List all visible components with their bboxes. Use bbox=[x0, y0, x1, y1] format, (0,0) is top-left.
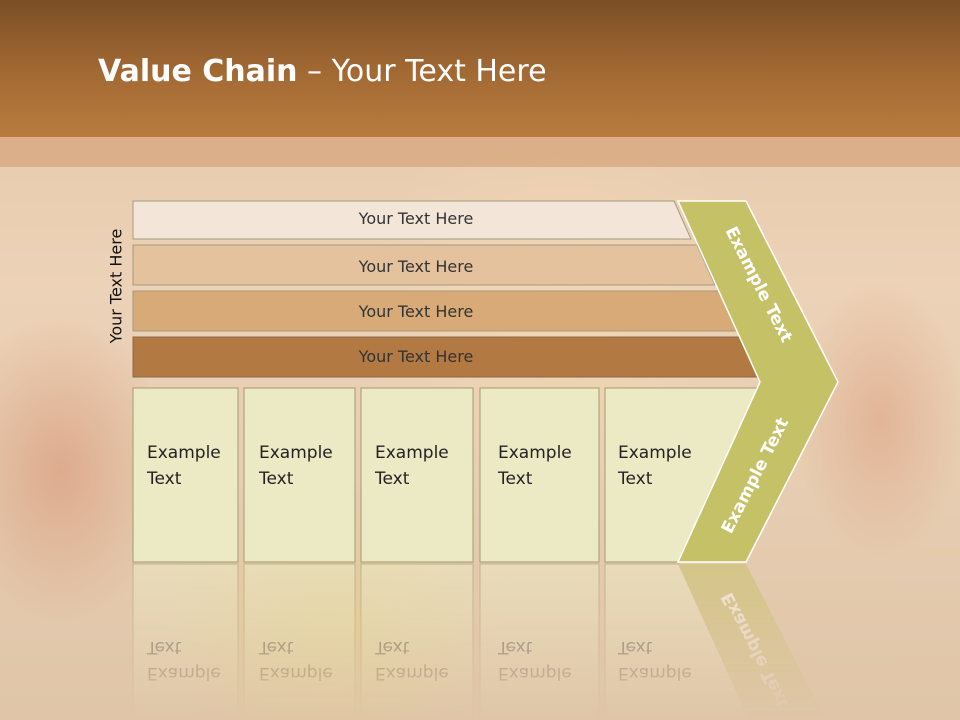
cell-2-line1-reflection: Example bbox=[259, 663, 333, 683]
cell-5-line1: Example bbox=[618, 443, 692, 463]
cell-3-reflection bbox=[360, 563, 474, 720]
slide-title: Value Chain – Your Text Here bbox=[98, 54, 547, 89]
cell-4-line1: Example bbox=[498, 443, 572, 463]
cell-1-line2: Text bbox=[146, 469, 182, 489]
cell-2-line2: Text bbox=[258, 469, 294, 489]
title-bold: Value Chain bbox=[98, 54, 298, 89]
bar-1 bbox=[132, 200, 692, 240]
cell-3-line1-reflection: Example bbox=[375, 663, 449, 683]
chevron-arrow bbox=[676, 200, 839, 563]
cell-4-reflection bbox=[479, 563, 600, 720]
bar-2-label: Your Text Here bbox=[358, 257, 474, 276]
cell-3-line2-reflection: Text bbox=[374, 637, 410, 657]
title-strip bbox=[0, 137, 960, 167]
cell-4-line1-reflection: Example bbox=[498, 663, 572, 683]
cell-4-line2-reflection: Text bbox=[497, 637, 533, 657]
bar-3-label: Your Text Here bbox=[358, 302, 474, 321]
cell-1 bbox=[132, 387, 239, 563]
cell-1-line1-reflection: Example bbox=[147, 663, 221, 683]
chevron-reflection bbox=[678, 564, 826, 720]
cell-2 bbox=[243, 387, 356, 563]
bar-2 bbox=[132, 244, 716, 286]
cell-1-line2-reflection: Text bbox=[146, 637, 182, 657]
diagram-reflection: Example Text Example Text Example Text E… bbox=[132, 563, 826, 720]
cell-1-line1: Example bbox=[147, 443, 221, 463]
diagram-main: Your Text Here Your Text Here Your Text … bbox=[132, 200, 839, 563]
cell-4-line2: Text bbox=[497, 469, 533, 489]
cell-2-line1: Example bbox=[259, 443, 333, 463]
bar-1-label: Your Text Here bbox=[358, 209, 474, 228]
cell-2-reflection bbox=[243, 563, 356, 720]
cell-3-line1: Example bbox=[375, 443, 449, 463]
cell-3-line2: Text bbox=[374, 469, 410, 489]
cell-5-line2: Text bbox=[617, 469, 653, 489]
cell-3 bbox=[360, 387, 474, 563]
title-rest: – Your Text Here bbox=[297, 54, 547, 89]
cell-1-reflection bbox=[132, 563, 239, 720]
title-bar bbox=[0, 0, 960, 137]
cell-5-line2-reflection: Text bbox=[617, 637, 653, 657]
cell-5-line1-reflection: Example bbox=[618, 663, 692, 683]
cell-4 bbox=[479, 387, 600, 563]
bar-4-label: Your Text Here bbox=[358, 347, 474, 366]
cell-2-line2-reflection: Text bbox=[258, 637, 294, 657]
